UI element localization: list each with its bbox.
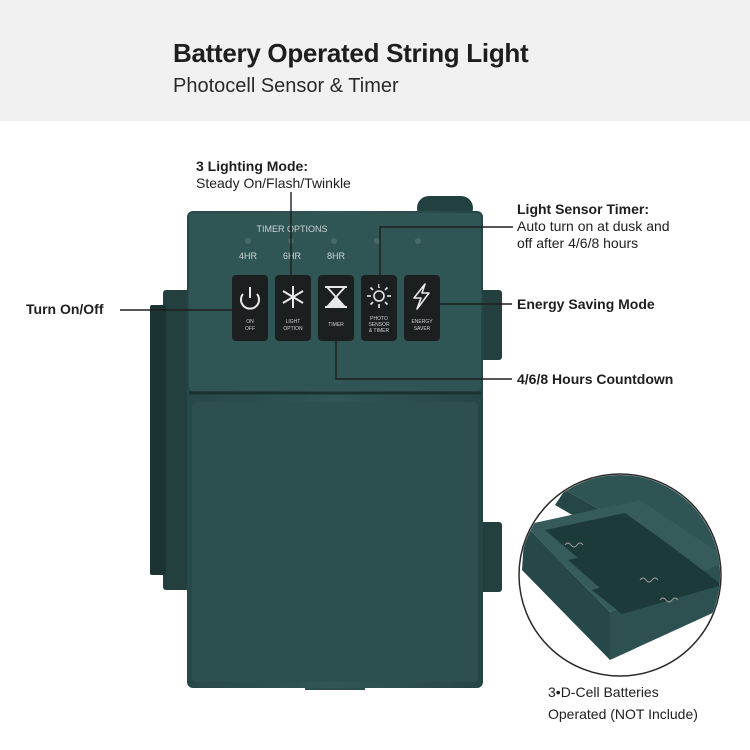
svg-text:SAVER: SAVER — [414, 326, 431, 332]
sensor-timer-desc-2: off after 4/6/8 hours — [517, 235, 639, 251]
sun-icon — [367, 284, 391, 308]
batteries-line-2: Operated (NOT Include) — [548, 706, 698, 722]
svg-text:LIGHT: LIGHT — [286, 319, 301, 325]
lighting-mode-title: 3 Lighting Mode: — [196, 158, 308, 174]
timer-button[interactable]: TIMER — [318, 275, 354, 341]
svg-text:ENERGY: ENERGY — [411, 319, 433, 325]
page-title: Battery Operated String Light — [173, 38, 529, 68]
svg-text:ON: ON — [246, 319, 254, 325]
sensor-timer-title: Light Sensor Timer: — [517, 201, 649, 217]
batteries-annotation: 3•D-Cell Batteries Operated (NOT Include… — [548, 681, 698, 725]
lighting-mode-desc: Steady On/Flash/Twinkle — [196, 175, 351, 191]
timer-6hr-label: 6HR — [283, 251, 302, 261]
turn-on-off-annotation: Turn On/Off — [26, 301, 104, 317]
page-subtitle: Photocell Sensor & Timer — [173, 75, 399, 97]
battery-compartment-inset — [518, 473, 722, 677]
side-clips — [150, 290, 502, 592]
batteries-line-1: 3•D-Cell Batteries — [548, 684, 659, 700]
battery-lid — [192, 402, 478, 682]
energy-saver-button[interactable]: ENERGY SAVER — [404, 275, 440, 341]
asterisk-icon — [282, 286, 304, 308]
hourglass-icon — [324, 286, 348, 308]
sensor-timer-desc-1: Auto turn on at dusk and — [517, 218, 670, 234]
led-indicators — [245, 238, 421, 244]
timer-options-text: TIMER OPTIONS — [256, 224, 327, 234]
energy-saving-annotation: Energy Saving Mode — [517, 296, 655, 312]
countdown-annotation: 4/6/8 Hours Countdown — [517, 371, 674, 387]
svg-text:OPTION: OPTION — [283, 326, 303, 332]
svg-text:OFF: OFF — [245, 326, 255, 332]
power-icon — [240, 287, 260, 310]
lightning-icon — [413, 283, 430, 310]
svg-text:TIMER: TIMER — [328, 322, 344, 328]
photo-sensor-button[interactable]: PHOTO SENSOR & TIMER — [361, 275, 397, 341]
svg-text:& TIMER: & TIMER — [369, 328, 390, 334]
lighting-mode-annotation: 3 Lighting Mode: Steady On/Flash/Twinkle — [196, 158, 351, 192]
on-off-button[interactable]: ON OFF — [232, 275, 268, 341]
timer-8hr-label: 8HR — [327, 251, 346, 261]
svg-text:SENSOR: SENSOR — [368, 322, 390, 328]
header-banner — [0, 0, 750, 121]
light-option-button[interactable]: LIGHT OPTION — [275, 275, 311, 341]
sensor-timer-annotation: Light Sensor Timer: Auto turn on at dusk… — [517, 201, 670, 252]
callout-lines — [120, 192, 513, 380]
svg-text:PHOTO: PHOTO — [370, 316, 388, 322]
timer-4hr-label: 4HR — [239, 251, 258, 261]
